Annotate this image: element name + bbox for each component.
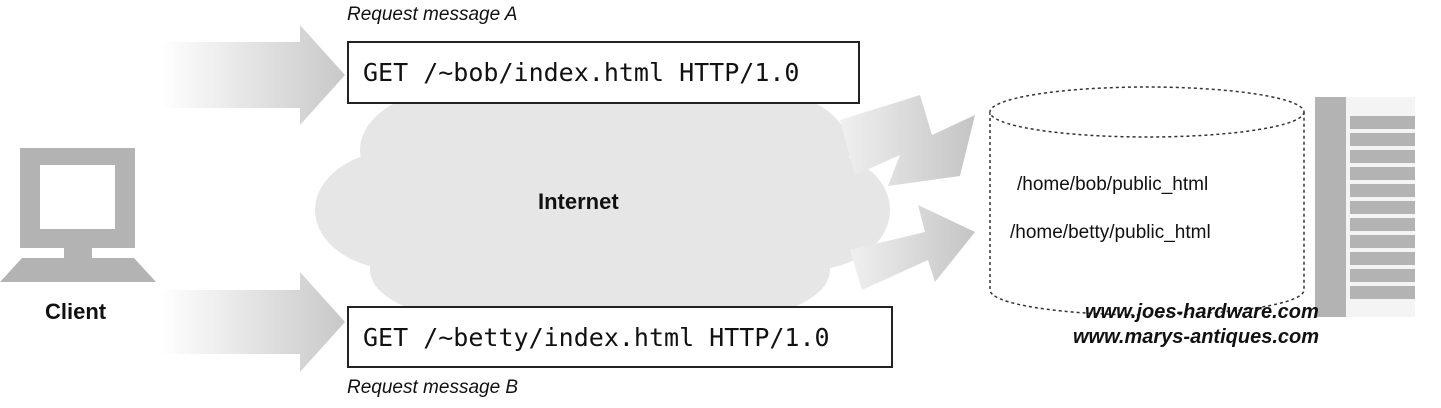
docroot-cylinder-icon xyxy=(989,86,1305,316)
internet-cloud-icon xyxy=(315,65,890,320)
web-server-icon xyxy=(1315,97,1415,317)
client-label: Client xyxy=(45,299,107,324)
request-a-caption: Request message A xyxy=(347,4,518,25)
server-host-marys: www.marys-antiques.com xyxy=(1073,326,1319,348)
server-host-joes: www.joes-hardware.com xyxy=(1085,301,1319,323)
docroot-path-bob: /home/bob/public_html xyxy=(1017,174,1209,195)
arrow-request-b-to-server xyxy=(850,205,975,290)
docroot-path-betty: /home/betty/public_html xyxy=(1010,222,1211,243)
arrow-request-a-in xyxy=(160,25,345,125)
request-a-box: GET /~bob/index.html HTTP/1.0 xyxy=(347,41,860,104)
arrow-request-a-to-server xyxy=(840,95,975,186)
internet-label: Internet xyxy=(538,189,619,214)
arrow-request-b-in xyxy=(160,272,345,372)
request-b-box: GET /~betty/index.html HTTP/1.0 xyxy=(347,306,893,368)
request-b-caption: Request message B xyxy=(347,377,519,398)
client-computer-icon xyxy=(0,148,156,282)
